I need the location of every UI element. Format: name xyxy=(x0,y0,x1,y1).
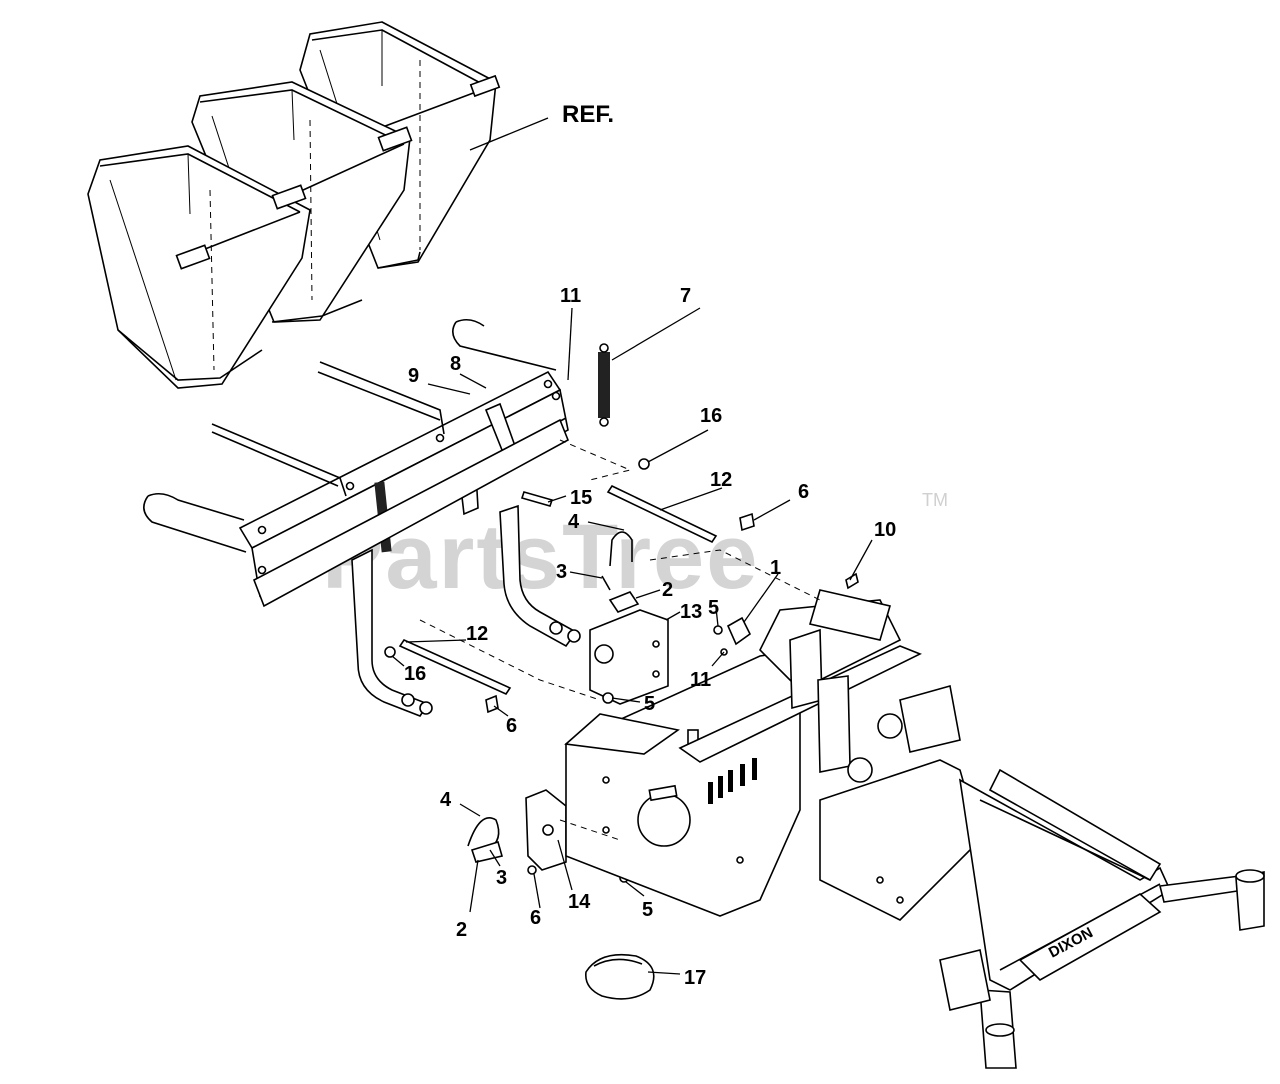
callout-16: 16 xyxy=(700,405,722,427)
callout-14: 14 xyxy=(568,891,591,913)
mower-main-frame: DIXON xyxy=(564,589,1265,1069)
bagger-support-frame xyxy=(143,318,581,717)
callout-16: 16 xyxy=(404,663,426,685)
callout-8: 8 xyxy=(450,353,461,375)
basket-latch xyxy=(377,126,413,152)
cotter-pin xyxy=(601,575,611,591)
callout-6: 6 xyxy=(530,907,541,929)
pin xyxy=(608,591,640,613)
callout-11: 11 xyxy=(690,669,711,691)
leader-lines xyxy=(391,117,873,975)
mounting-plate xyxy=(726,616,752,646)
callout-12: 12 xyxy=(466,623,488,645)
callout-10: 10 xyxy=(874,519,896,541)
basket-middle xyxy=(191,81,411,323)
callout-4: 4 xyxy=(568,511,580,533)
callout-4: 4 xyxy=(440,789,452,811)
pivot-rod xyxy=(606,484,718,544)
basket-latch xyxy=(469,74,501,98)
callout-5: 5 xyxy=(708,597,719,619)
callout-11: 11 xyxy=(560,285,581,307)
clevis-pin xyxy=(520,491,554,507)
callout-12: 12 xyxy=(710,469,732,491)
callout-6: 6 xyxy=(506,715,517,737)
callout-2: 2 xyxy=(456,919,467,941)
callout-ref: REF. xyxy=(562,101,614,128)
bushing xyxy=(739,512,755,532)
watermark-trademark: TM xyxy=(922,490,948,510)
pivot-bracket xyxy=(589,609,669,705)
callout-1: 1 xyxy=(770,557,781,579)
pivot-rod-lower xyxy=(398,638,512,696)
beam-bolts xyxy=(257,379,561,575)
callout-6: 6 xyxy=(798,481,809,503)
lock-nut xyxy=(638,458,650,470)
basket-front xyxy=(87,145,311,389)
callout-5: 5 xyxy=(642,899,653,921)
pin-lower xyxy=(470,840,504,863)
callout-7: 7 xyxy=(680,285,691,307)
callout-15: 15 xyxy=(570,487,592,509)
callout-3: 3 xyxy=(556,561,567,583)
callout-13: 13 xyxy=(680,601,702,623)
basket-latch xyxy=(271,184,307,210)
callout-3: 3 xyxy=(496,867,507,889)
callout-2: 2 xyxy=(662,579,673,601)
callout-9: 9 xyxy=(408,365,419,387)
hitch-pin xyxy=(609,531,633,567)
extension-spring xyxy=(598,343,610,427)
callout-17: 17 xyxy=(684,967,706,989)
frame-vents xyxy=(708,758,757,804)
callout-labels: REF. 1 2 2 3 3 4 4 5 5 5 6 6 6 7 8 9 10 … xyxy=(404,101,896,989)
decal-ring xyxy=(585,953,655,1000)
bagger-baskets-ref xyxy=(87,21,501,389)
callout-5: 5 xyxy=(644,693,655,715)
